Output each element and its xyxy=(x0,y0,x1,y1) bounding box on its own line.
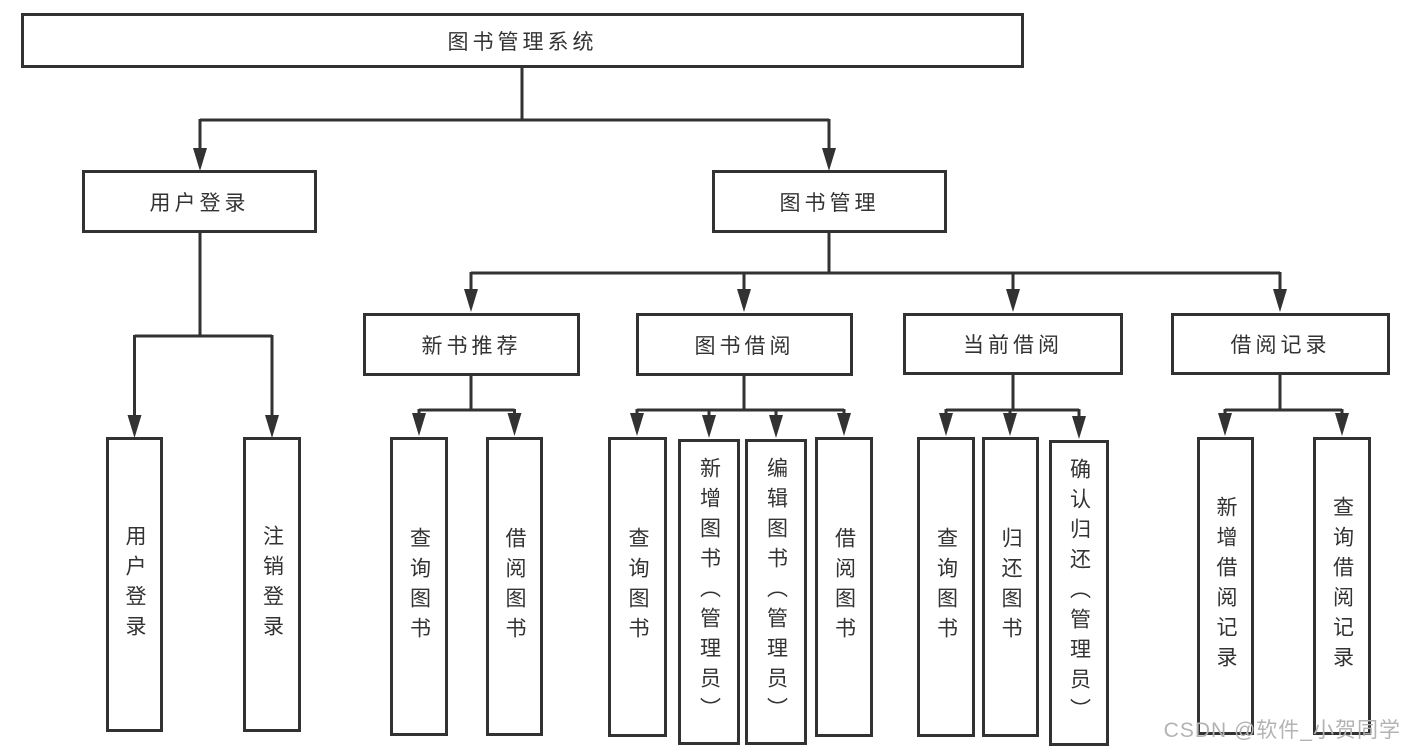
node-borrow-records: 借阅记录 xyxy=(1171,313,1390,375)
leaf-user-login: 用户登录 xyxy=(106,437,163,732)
node-label: 新书推荐 xyxy=(421,334,522,358)
arrowhead xyxy=(702,415,716,438)
arrowhead xyxy=(464,289,478,312)
arrowhead xyxy=(265,415,279,438)
leaf-query-books-current: 查询图书 xyxy=(917,437,975,737)
leaf-label: 查询借阅记录 xyxy=(1330,496,1354,676)
leaf-label: 编辑图书（管理员） xyxy=(764,457,788,727)
arrowhead xyxy=(769,415,783,438)
arrowhead xyxy=(737,289,751,312)
leaf-query-borrow-record: 查询借阅记录 xyxy=(1313,437,1371,735)
leaf-label: 归还图书 xyxy=(999,527,1022,647)
leaf-label: 借阅图书 xyxy=(832,527,856,647)
leaf-add-borrow-record: 新增借阅记录 xyxy=(1197,437,1254,735)
leaf-borrow-books: 借阅图书 xyxy=(815,437,873,737)
leaf-confirm-return-admin: 确认归还（管理员） xyxy=(1049,440,1109,746)
arrowhead xyxy=(1072,416,1086,439)
watermark: CSDN @软件_小贺同学 xyxy=(1163,719,1401,742)
leaf-label: 新增图书（管理员） xyxy=(697,457,721,727)
arrowhead xyxy=(1003,413,1017,436)
node-label: 用户登录 xyxy=(149,191,250,215)
leaf-query-books-newbook: 查询图书 xyxy=(390,437,448,736)
arrowheads xyxy=(127,148,1349,439)
leaf-label: 查询图书 xyxy=(407,526,431,647)
arrowhead xyxy=(412,413,426,436)
node-user-login: 用户登录 xyxy=(82,170,317,233)
node-book-borrow: 图书借阅 xyxy=(636,313,853,376)
node-root: 图书管理系统 xyxy=(21,13,1024,68)
arrowhead xyxy=(1335,413,1349,436)
arrowhead xyxy=(193,148,207,171)
leaf-label: 用户登录 xyxy=(123,524,146,645)
leaf-return-books: 归还图书 xyxy=(982,437,1039,737)
leaf-edit-books-admin: 编辑图书（管理员） xyxy=(745,439,807,745)
node-label: 图书管理 xyxy=(779,191,880,215)
arrowhead xyxy=(630,413,644,436)
leaf-label: 查询图书 xyxy=(626,527,649,647)
leaf-add-books-admin: 新增图书（管理员） xyxy=(678,439,740,745)
node-label: 当前借阅 xyxy=(963,334,1063,357)
node-label: 图书管理系统 xyxy=(447,30,598,54)
arrowhead xyxy=(507,413,522,436)
node-book-management: 图书管理 xyxy=(712,170,947,233)
node-current-borrow: 当前借阅 xyxy=(903,313,1123,375)
arrowhead xyxy=(837,413,851,436)
leaf-label: 注销登录 xyxy=(260,524,284,645)
leaf-logout: 注销登录 xyxy=(243,437,301,732)
node-new-book-recommend: 新书推荐 xyxy=(363,313,580,376)
node-label: 借阅记录 xyxy=(1230,334,1331,357)
arrowhead xyxy=(1006,289,1020,312)
arrowhead xyxy=(822,148,836,171)
leaf-label: 借阅图书 xyxy=(503,526,526,647)
arrowhead xyxy=(939,413,953,436)
leaf-query-books-borrow: 查询图书 xyxy=(608,437,667,737)
arrowhead xyxy=(127,415,142,438)
leaf-label: 确认归还（管理员） xyxy=(1067,458,1091,728)
arrowhead xyxy=(1218,413,1232,436)
node-label: 图书借阅 xyxy=(694,334,795,358)
leaf-borrow-books-newbook: 借阅图书 xyxy=(486,437,543,736)
leaf-label: 新增借阅记录 xyxy=(1214,496,1237,676)
leaf-label: 查询图书 xyxy=(934,527,958,647)
arrowhead xyxy=(1273,289,1287,312)
